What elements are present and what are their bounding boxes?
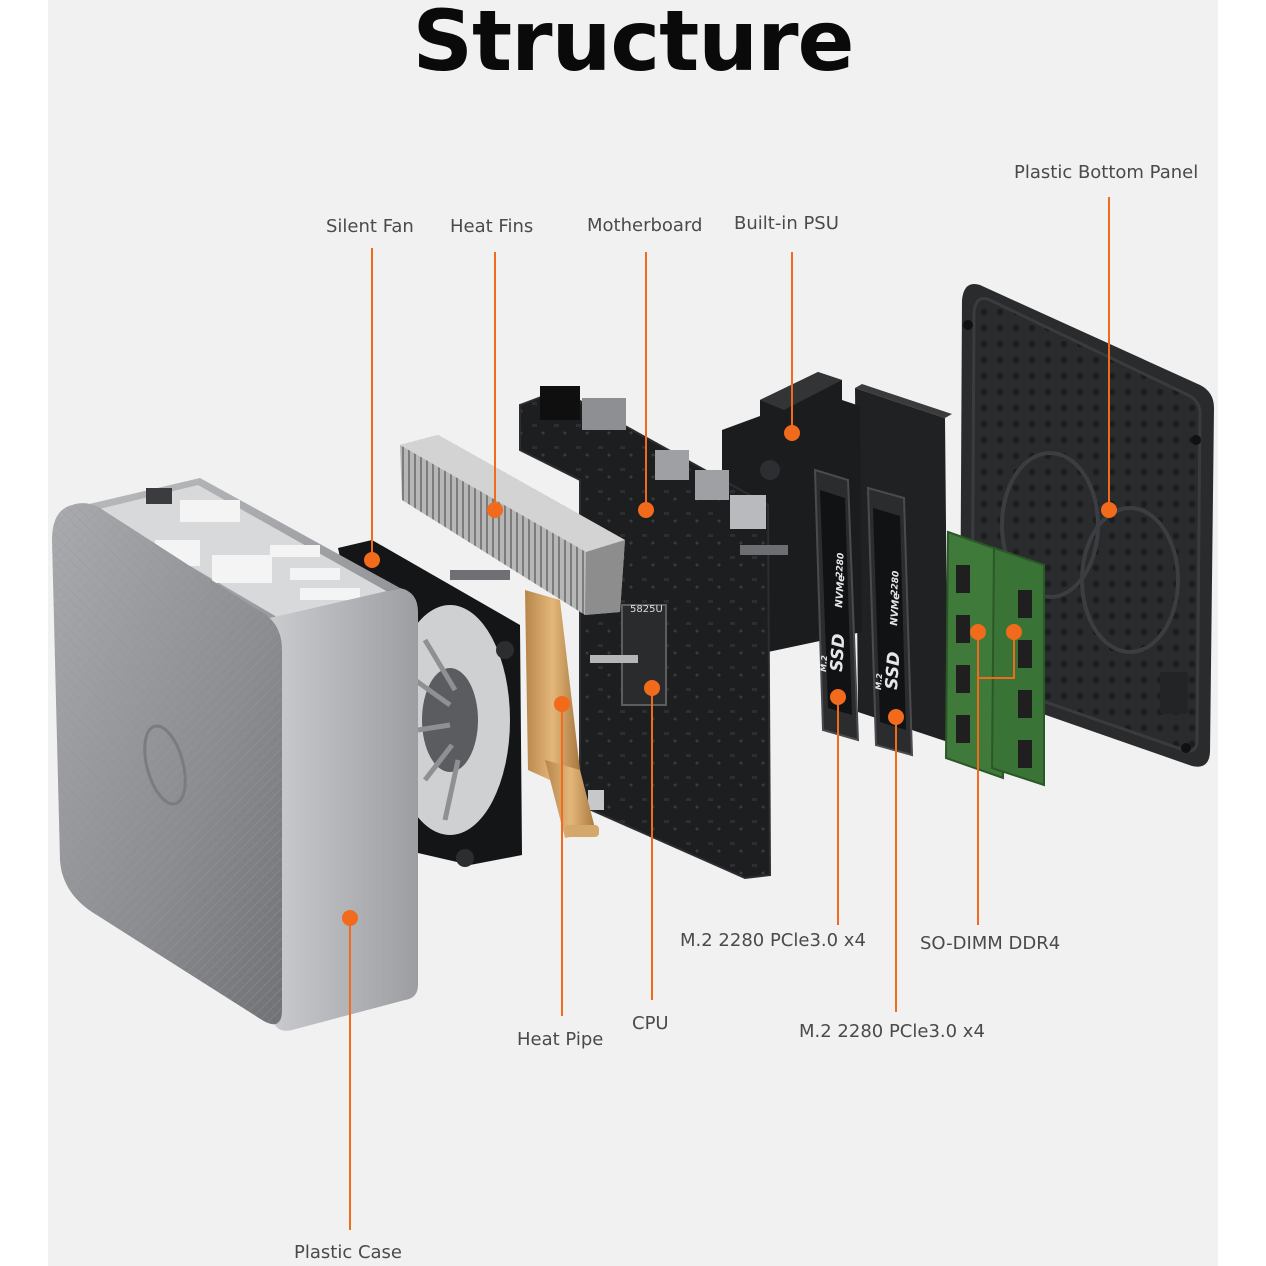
dot-plastic-bottom-panel <box>1101 502 1117 518</box>
label-cpu: CPU <box>632 1013 669 1034</box>
dot-m2-upper <box>830 689 846 705</box>
ssd-1-size-label: 2280 <box>835 553 847 579</box>
page-title: Structure <box>412 0 854 90</box>
dot-so-dimm-a <box>970 624 986 640</box>
dot-plastic-case <box>342 910 358 926</box>
ssd-2-interface-label: NVMe <box>889 592 902 626</box>
label-so-dimm: SO-DIMM DDR4 <box>920 933 1061 954</box>
ssd-module-1: SSD NVMe 2280 M.2 <box>813 468 860 742</box>
label-silent-fan: Silent Fan <box>326 216 414 237</box>
plastic-case <box>52 478 418 1031</box>
dot-motherboard <box>638 502 654 518</box>
label-motherboard: Motherboard <box>587 215 703 236</box>
ssd-module-2: SSD NVMe 2280 M.2 <box>866 486 914 757</box>
ssd-1-form-label: M.2 <box>819 655 829 673</box>
ssd-2-size-label: 2280 <box>890 571 902 597</box>
dot-silent-fan <box>364 552 380 568</box>
heat-pipe <box>525 590 599 838</box>
label-m2-upper: M.2 2280 PCle3.0 x4 <box>680 930 866 951</box>
callout-leaders <box>349 197 1110 1230</box>
dot-cpu <box>644 680 660 696</box>
label-plastic-bottom-panel: Plastic Bottom Panel <box>1014 162 1199 183</box>
dot-built-in-psu <box>784 425 800 441</box>
dot-m2-lower <box>888 709 904 725</box>
label-built-in-psu: Built-in PSU <box>734 213 839 234</box>
leader-so-dimm-branch <box>977 632 1015 679</box>
dot-heat-pipe <box>554 696 570 712</box>
ssd-1-interface-label: NVMe <box>834 574 847 608</box>
motherboard: 5825U <box>519 386 788 880</box>
label-heat-pipe: Heat Pipe <box>517 1029 604 1050</box>
label-plastic-case: Plastic Case <box>294 1242 402 1263</box>
cpu-model-label: 5825U <box>630 604 663 615</box>
label-m2-lower: M.2 2280 PCle3.0 x4 <box>799 1021 985 1042</box>
ssd-1-kind-label: SSD <box>827 633 850 672</box>
dot-so-dimm-b <box>1006 624 1022 640</box>
ssd-2-kind-label: SSD <box>882 651 905 690</box>
label-heat-fins: Heat Fins <box>450 216 534 237</box>
ssd-2-form-label: M.2 <box>874 673 884 691</box>
dot-heat-fins <box>487 502 503 518</box>
heat-fins <box>400 435 625 615</box>
so-dimm-ram <box>944 530 1045 787</box>
callout-dots <box>342 425 1117 926</box>
